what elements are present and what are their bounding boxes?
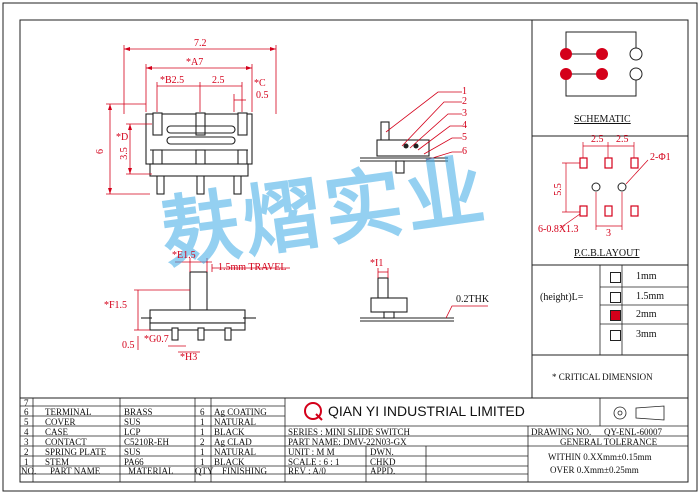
bom-no: 5 bbox=[24, 417, 29, 427]
dim-b2: 2.5 bbox=[212, 75, 225, 86]
bom-header-qty: QTY bbox=[195, 466, 214, 476]
bom-qty: 6 bbox=[200, 407, 205, 417]
callout-6: 6 bbox=[462, 146, 467, 157]
callout-4: 4 bbox=[462, 120, 467, 131]
height-option-box-1mm bbox=[610, 272, 621, 283]
pcb-dim-p1: 2.5 bbox=[591, 134, 604, 145]
critical-dimension-note: * CRITICAL DIMENSION bbox=[552, 372, 653, 382]
dim-b: *B2.5 bbox=[160, 75, 185, 86]
callout-5: 5 bbox=[462, 132, 467, 143]
dim-e: *E1.5 bbox=[172, 250, 196, 261]
bom-qty: 1 bbox=[200, 417, 205, 427]
bom-material: C5210R-EH bbox=[124, 437, 169, 447]
bom-no: 2 bbox=[24, 447, 29, 457]
bom-no: 1 bbox=[24, 457, 29, 467]
callout-1: 1 bbox=[462, 86, 467, 97]
dim-c: *C bbox=[254, 78, 266, 89]
tolerance-within: WITHIN 0.XXmm±0.15mm bbox=[548, 452, 652, 462]
dim-g-left: 0.5 bbox=[122, 340, 135, 351]
bom-material: SUS bbox=[124, 447, 141, 457]
unit-label: UNIT : M M bbox=[288, 447, 335, 457]
bom-no: 7 bbox=[24, 398, 29, 408]
callout-2: 2 bbox=[462, 96, 467, 107]
bom-header-no: NO. bbox=[21, 466, 37, 476]
bom-no: 4 bbox=[24, 427, 29, 437]
chkd-label: CHKD bbox=[370, 457, 396, 467]
pcb-dim-hole: 2-Φ1 bbox=[650, 152, 671, 163]
drawing-no: QY-ENL-60007 bbox=[604, 427, 662, 437]
height-option-1-5mm: 1.5mm bbox=[636, 291, 665, 302]
bom-finish: BLACK bbox=[214, 457, 245, 467]
dim-g: *G0.7 bbox=[144, 334, 169, 345]
bom-part: CASE bbox=[45, 427, 69, 437]
dim-a: *A7 bbox=[186, 57, 204, 68]
bom-part: TERMINAL bbox=[45, 407, 92, 417]
bom-finish: NATURAL bbox=[214, 447, 256, 457]
bom-qty: 1 bbox=[200, 447, 205, 457]
series-label: SERIES : MINI SLIDE SWITCH bbox=[288, 427, 410, 437]
bom-part: COVER bbox=[45, 417, 76, 427]
bom-header-material: MATERIAL bbox=[128, 466, 174, 476]
bom-finish: BLACK bbox=[214, 427, 245, 437]
pcb-layout-title: P.C.B.LAYOUT bbox=[574, 248, 640, 259]
drawing-no-label: DRAWING NO. bbox=[531, 427, 592, 437]
height-label: (height)L= bbox=[540, 292, 584, 303]
pcb-dim-pad: 6-0.8X1.3 bbox=[538, 224, 579, 235]
tolerance-title: GENERAL TOLERANCE bbox=[560, 437, 658, 447]
dim-d: *D bbox=[116, 132, 129, 143]
schematic-title: SCHEMATIC bbox=[574, 114, 631, 125]
dim-h: *H3 bbox=[180, 352, 198, 363]
bom-qty: 1 bbox=[200, 457, 205, 467]
scale-label: SCALE : 6 : 1 bbox=[288, 457, 340, 467]
height-option-2mm: 2mm bbox=[636, 309, 657, 320]
bom-finish: Ag CLAD bbox=[214, 437, 252, 447]
bom-part: CONTACT bbox=[45, 437, 87, 447]
rev-label: REV : A/0 bbox=[288, 466, 326, 476]
part-name-label: PART NAME: DMV-22N03-GX bbox=[288, 437, 407, 447]
bom-finish: NATURAL bbox=[214, 417, 256, 427]
height-option-box-3mm bbox=[610, 330, 621, 341]
height-option-1mm: 1mm bbox=[636, 271, 657, 282]
bom-finish: Ag COATING bbox=[214, 407, 267, 417]
bom-material: SUS bbox=[124, 417, 141, 427]
appd-label: APPD. bbox=[370, 466, 396, 476]
tolerance-over: OVER 0.Xmm±0.25mm bbox=[550, 465, 639, 475]
bom-material: BRASS bbox=[124, 407, 153, 417]
bom-part: SPRING PLATE bbox=[45, 447, 107, 457]
bom-header-finish: FINISHING bbox=[222, 466, 267, 476]
bom-material: LCP bbox=[124, 427, 141, 437]
dim-i: *I1 bbox=[370, 258, 384, 269]
dim-top-width: 7.2 bbox=[194, 38, 207, 49]
callout-3: 3 bbox=[462, 108, 467, 119]
company-name: QIAN YI INDUSTRIAL LIMITED bbox=[328, 403, 525, 419]
bom-qty: 1 bbox=[200, 427, 205, 437]
height-option-box-2mm-selected bbox=[610, 310, 621, 321]
bom-header-part: PART NAME bbox=[50, 466, 101, 476]
bom-material: PA66 bbox=[124, 457, 144, 467]
bom-no: 3 bbox=[24, 437, 29, 447]
pcb-dim-bottom: 3 bbox=[606, 228, 611, 239]
dim-c-value: 0.5 bbox=[256, 90, 269, 101]
dim-f: *F1.5 bbox=[104, 300, 128, 311]
dim-travel: 1.5mm TRAVEL bbox=[218, 262, 287, 273]
height-option-3mm: 3mm bbox=[636, 329, 657, 340]
dwn-label: DWN. bbox=[370, 447, 394, 457]
dim-thickness: 0.2THK bbox=[456, 294, 490, 305]
height-option-box-1-5mm bbox=[610, 292, 621, 303]
pcb-dim-p2: 2.5 bbox=[616, 134, 629, 145]
bom-qty: 2 bbox=[200, 437, 205, 447]
bom-part: STEM bbox=[45, 457, 70, 467]
bom-no: 6 bbox=[24, 407, 29, 417]
